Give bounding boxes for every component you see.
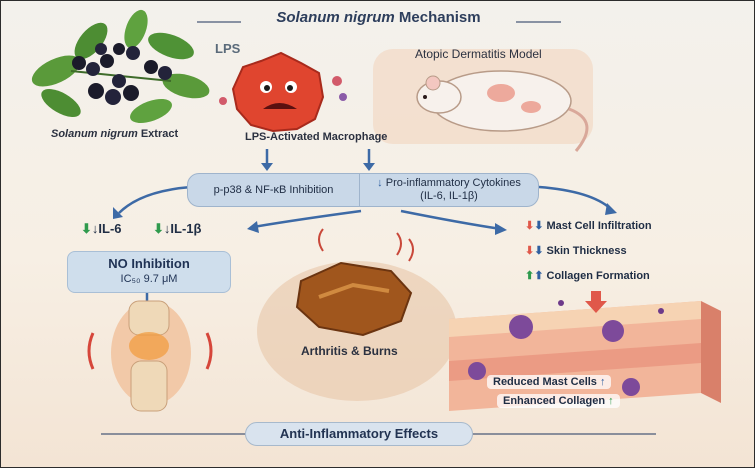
pathway-arrows <box>113 149 617 311</box>
inhibition-label: p-p38 & NF-κB Inhibition <box>188 174 360 206</box>
green-down-arrow-icon: ⬇ <box>81 221 92 236</box>
no-ic50-value: IC₅₀ 9.7 μM <box>120 273 178 285</box>
blue-down-arrow-icon: ⬇ <box>534 220 544 232</box>
up-arrow-icon: ↑ <box>599 376 606 388</box>
collagen-effect: ⬆⬆ Collagen Formation <box>525 270 650 282</box>
mast-cell-effect: ⬇⬇ Mast Cell Infiltration <box>525 220 652 232</box>
no-inhibition-title: NO Inhibition <box>108 256 190 271</box>
blue-up-arrow-icon: ⬆ <box>534 270 544 282</box>
macrophage-label: LPS-Activated Macrophage <box>245 131 388 143</box>
no-inhibition-box: NO Inhibition IC₅₀ 9.7 μM <box>67 251 231 293</box>
footer-label: Anti-Inflammatory Effects <box>245 422 473 446</box>
cytokines-down-arrow: ↓ <box>377 177 383 189</box>
cytokines-label: ↓ Pro-inflammatory Cytokines(IL-6, IL-1β… <box>377 177 521 202</box>
pathway-pill: p-p38 & NF-κB Inhibition ↓ Pro-inflammat… <box>187 173 539 207</box>
lps-label: LPS <box>215 41 241 56</box>
red-down-arrow-icon: ⬇ <box>525 245 535 257</box>
red-down-arrow-icon: ⬇ <box>525 220 535 232</box>
plant-illustration <box>31 9 210 124</box>
berry-cluster <box>72 43 172 105</box>
enhanced-collagen-label: Enhanced Collagen ↑ <box>497 394 620 408</box>
blue-down-arrow-icon: ⬇ <box>534 245 544 257</box>
knee-illustration <box>87 300 213 412</box>
skin-arrow <box>585 291 607 313</box>
burn-illustration <box>257 228 457 401</box>
il6-effect: ⬇↓IL-6 <box>81 221 122 236</box>
rat-illustration <box>373 49 593 152</box>
green-up-arrow-icon: ⬆ <box>525 270 535 282</box>
atopic-dermatitis-label: Atopic Dermatitis Model <box>415 47 542 61</box>
skin-thickness-effect: ⬇⬇ Skin Thickness <box>525 245 627 257</box>
title-bar: Solanum nigrum Mechanism <box>1 5 754 33</box>
title-rules <box>197 21 561 23</box>
macrophage-illustration <box>219 51 347 133</box>
green-up-arrow-icon: ↑ <box>608 395 614 407</box>
extract-label: Solanum nigrum Extract <box>51 128 179 140</box>
diagram-title: Solanum nigrum Mechanism <box>276 9 481 26</box>
arthritis-burns-label: Arthritis & Burns <box>301 344 398 358</box>
green-down-arrow-icon: ⬇ <box>153 221 164 236</box>
reduced-mast-label: Reduced Mast Cells ↑ <box>487 375 612 389</box>
il1b-effect: ⬇↓IL-1β <box>153 221 202 236</box>
